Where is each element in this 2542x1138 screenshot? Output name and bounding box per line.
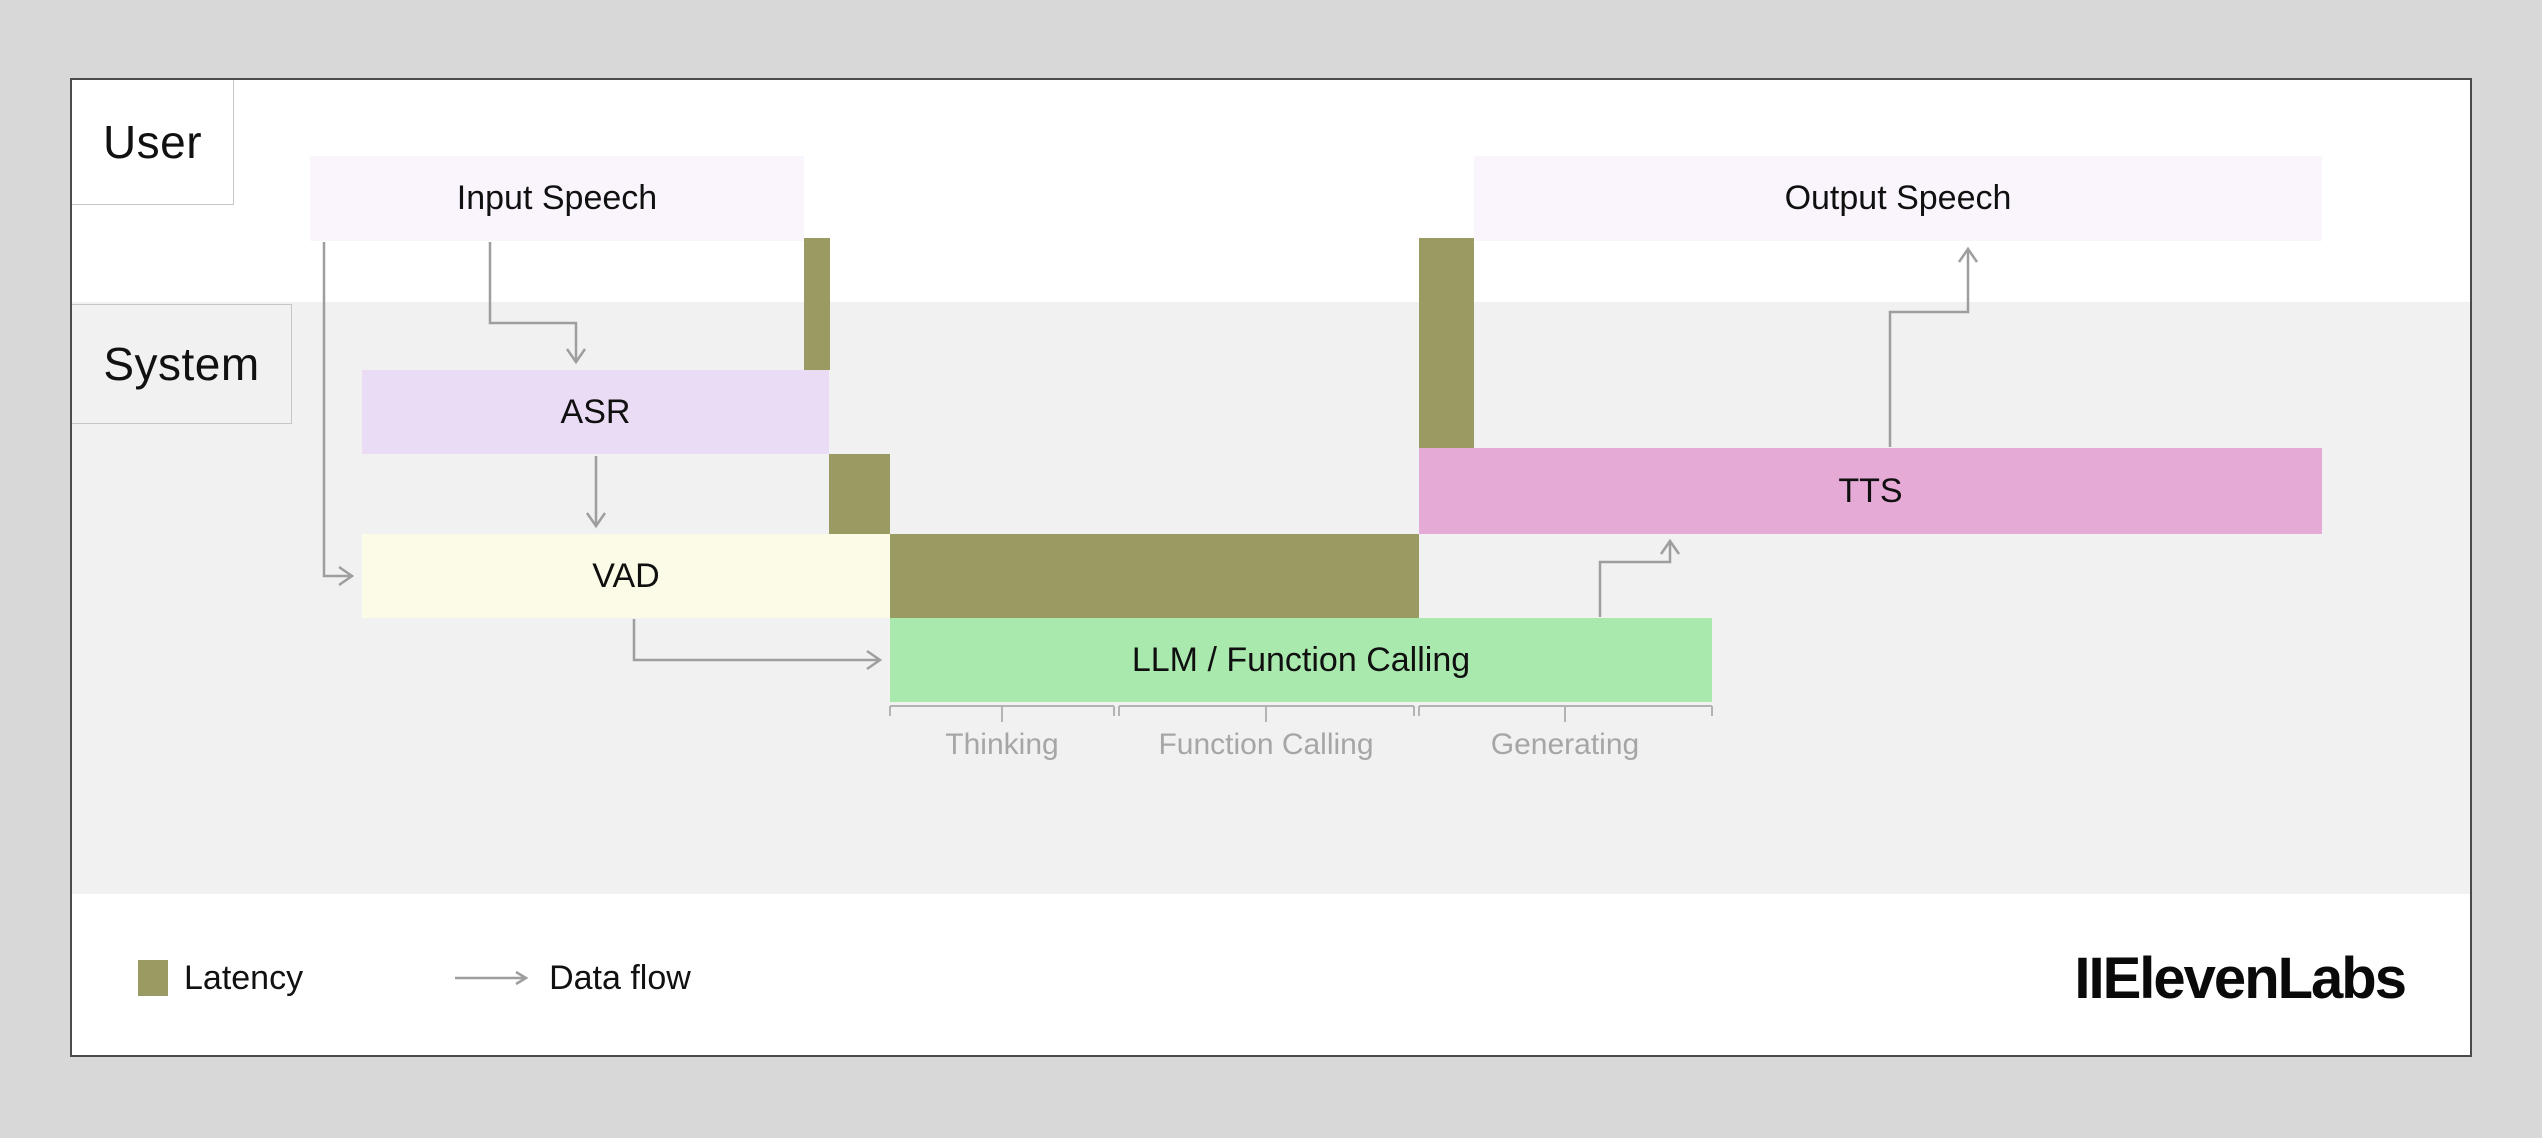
legend-latency-swatch [138, 960, 168, 996]
bar-vad-label: VAD [592, 556, 660, 595]
lane-label-user: User [72, 80, 234, 205]
legend-dataflow-label: Data flow [549, 958, 691, 997]
bar-input-speech-label: Input Speech [456, 179, 658, 217]
latency-bar-asr-to-vad [829, 454, 890, 534]
bar-input-speech: Input Speech [310, 156, 804, 241]
legend-latency-label: Latency [184, 958, 304, 997]
diagram-panel: User System Input Speech Output Speech A… [70, 78, 2472, 1057]
bar-output-speech-label: Output Speech [1784, 179, 2012, 217]
phase-label-function-calling: Function Calling [1158, 728, 1374, 761]
phase-label-thinking: Thinking [945, 728, 1059, 761]
bar-llm-function-calling: LLM / Function Calling [890, 618, 1712, 702]
lane-system-text: System [103, 338, 260, 390]
phase-label-generating: Generating [1490, 728, 1640, 761]
bar-tts: TTS [1419, 448, 2322, 534]
legend: Latency Data flow [138, 940, 691, 1016]
latency-bar-before-tts [1419, 238, 1474, 448]
legend-dataflow-arrow-icon [455, 970, 529, 986]
lane-user-text: User [102, 116, 203, 168]
bar-output-speech: Output Speech [1474, 156, 2322, 241]
bar-asr-label: ASR [560, 392, 631, 431]
latency-bar-llm-processing [890, 534, 1419, 618]
lane-label-system: System [72, 304, 292, 424]
elevenlabs-logo-text: IIElevenLabs [2074, 945, 2407, 1011]
bar-tts-label: TTS [1838, 471, 1903, 510]
bar-llm-label: LLM / Function Calling [1131, 640, 1471, 679]
latency-bar-input-to-asr [804, 238, 830, 370]
elevenlabs-logo: IIElevenLabs [2074, 940, 2407, 1016]
bar-asr: ASR [362, 370, 829, 454]
bar-vad: VAD [362, 534, 890, 618]
